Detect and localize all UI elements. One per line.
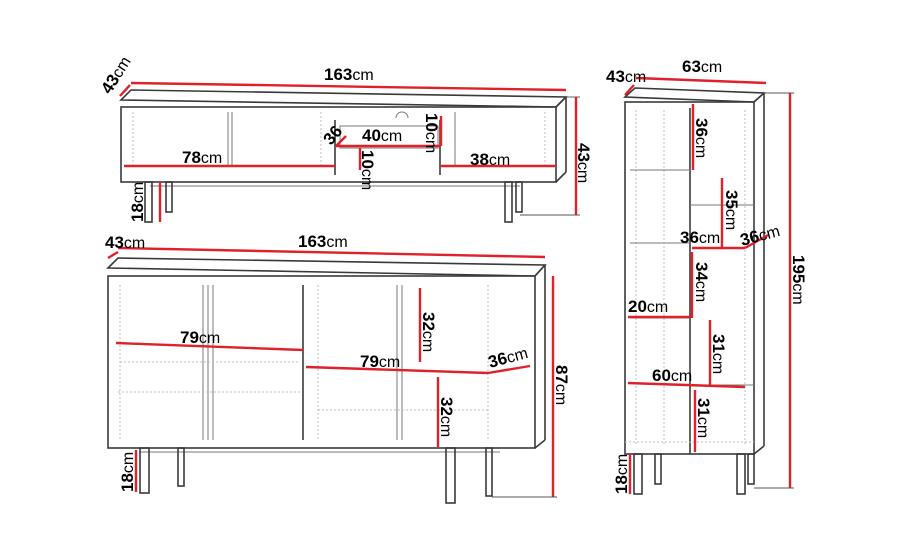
bookcase-drawing: [623, 87, 766, 495]
sideboard-leg-height-label: 18cm: [118, 452, 137, 492]
bookcase-dimensions: [624, 76, 794, 494]
sideboard-shelf-depth-label: 36cm: [486, 343, 530, 372]
sideboard-left-shelf-label: 79cm: [180, 328, 220, 347]
tv-right-width-label: 38cm: [470, 150, 510, 169]
tv-height-label: 43cm: [574, 143, 593, 183]
sideboard-drawing: [106, 257, 547, 504]
bookcase-gap2-label: 35cm: [722, 190, 741, 230]
bookcase-gap3-label: 34cm: [692, 262, 711, 302]
bookcase-labels: 43cm 63cm 195cm 36cm 35cm 36cm 36cm 34cm…: [606, 57, 808, 494]
sideboard-right-shelf-label: 79cm: [360, 352, 400, 371]
sideboard-top: [106, 257, 547, 277]
bookcase-shelf-depth-label: 36cm: [738, 221, 782, 250]
bookcase-width-label: 63cm: [682, 57, 722, 76]
tv-leg-height-label: 18cm: [128, 182, 147, 222]
tv-drawer-height-label: 10cm: [422, 113, 441, 153]
tv-unit-body: [120, 106, 557, 183]
sideboard-labels: 43cm 163cm 87cm 79cm 79cm 32cm 32cm 36cm…: [105, 232, 571, 492]
sideboard-body: [107, 275, 536, 449]
bookcase-depth-label: 43cm: [606, 67, 646, 86]
bookcase-leg-height-label: 18cm: [612, 454, 631, 494]
sideboard-dimensions: [107, 246, 557, 498]
tv-unit-drawing: [119, 89, 568, 223]
tv-unit-dimensions: [119, 81, 580, 222]
tv-width-label: 163cm: [324, 65, 374, 84]
tv-drawer-width-label: 40cm: [362, 126, 402, 145]
bookcase-base-width-label: 60cm: [652, 366, 692, 385]
sideboard-depth-label: 43cm: [105, 233, 145, 252]
sideboard-height-label: 87cm: [552, 365, 571, 405]
bookcase-gap1-label: 36cm: [692, 118, 711, 158]
sideboard-width-label: 163cm: [298, 232, 348, 251]
tv-depth-label: 43cm: [97, 53, 134, 97]
tv-shelf-width-label: 78cm: [182, 148, 222, 167]
tv-unit-top: [119, 89, 568, 108]
bookcase-small-width-label: 20cm: [628, 297, 668, 316]
bookcase-gap5-label: 31cm: [694, 398, 713, 438]
bookcase-shelf-width-label: 36cm: [680, 228, 720, 247]
tv-niche-height-label: 10cm: [358, 150, 377, 190]
bookcase-gap4-label: 31cm: [709, 334, 728, 374]
sideboard-lower-gap-label: 32cm: [437, 397, 456, 437]
sideboard-upper-gap-label: 32cm: [419, 312, 438, 352]
bookcase-top: [623, 87, 766, 103]
bookcase-height-label: 195cm: [789, 255, 808, 305]
